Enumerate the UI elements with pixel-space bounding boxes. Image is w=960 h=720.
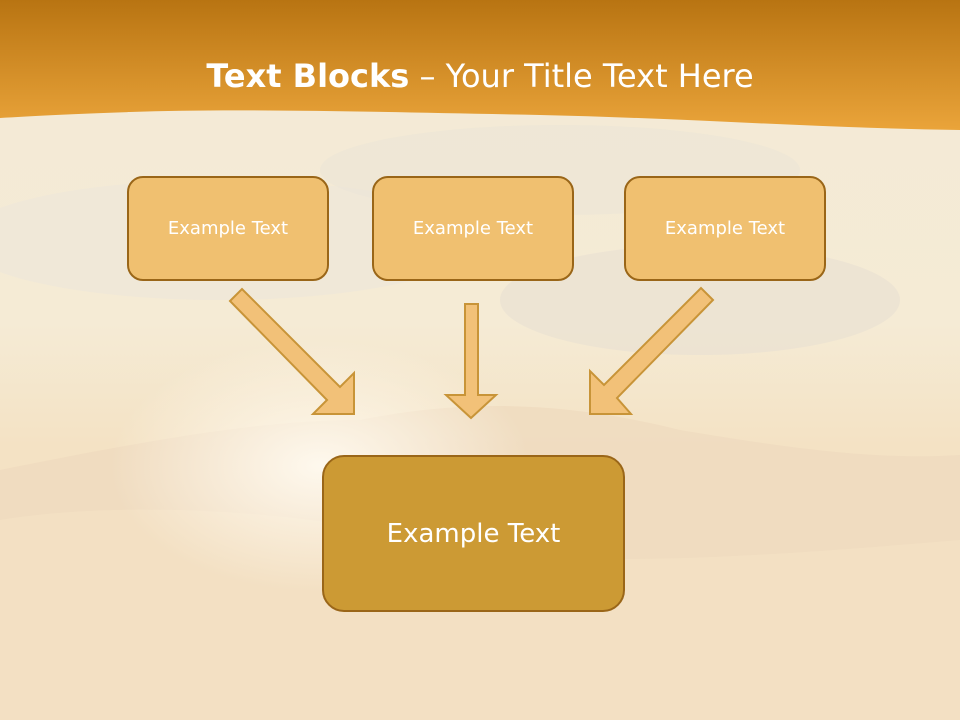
arrow-center — [443, 303, 499, 420]
text-block-1[interactable]: Example Text — [127, 176, 329, 281]
text-block-3[interactable]: Example Text — [624, 176, 826, 281]
title-bold: Text Blocks — [206, 57, 410, 95]
slide-title: Text Blocks – Your Title Text Here — [0, 54, 960, 98]
title-separator: – — [409, 57, 446, 95]
result-block[interactable]: Example Text — [322, 455, 625, 612]
title-text: Your Title Text Here — [445, 57, 754, 95]
text-block-2[interactable]: Example Text — [372, 176, 574, 281]
arrow-right — [589, 286, 715, 415]
header-band — [0, 0, 960, 130]
arrow-left — [228, 287, 355, 415]
